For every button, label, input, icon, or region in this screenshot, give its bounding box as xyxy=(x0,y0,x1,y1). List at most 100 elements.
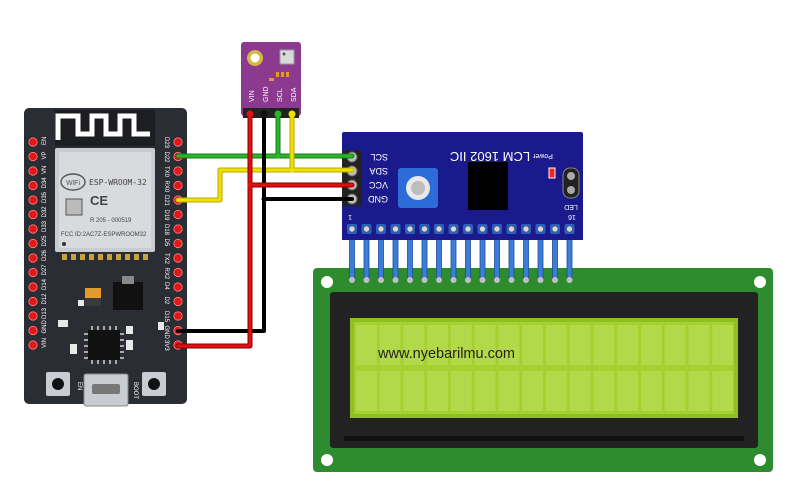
esp-pin-hole xyxy=(173,267,183,278)
wire-junction xyxy=(275,153,281,159)
sensor-pin-sda xyxy=(288,110,296,118)
mount-hole xyxy=(321,454,333,466)
chip-leg xyxy=(97,326,99,330)
wifi-logo-text: WiFi xyxy=(66,180,80,187)
chip-leg xyxy=(115,360,117,364)
en-button[interactable] xyxy=(52,378,64,390)
lcd-header-solder xyxy=(552,277,558,283)
power-label: Power xyxy=(532,152,553,159)
smd-component xyxy=(158,322,164,330)
lcd-char-cell xyxy=(688,325,710,365)
i2c-header-hole xyxy=(508,225,515,233)
pin-one-label: 1 xyxy=(348,213,352,220)
esp-right-pin-label: D23 xyxy=(163,137,169,149)
module-label: ESP-WROOM-32 xyxy=(89,178,147,187)
lcd-char-cell xyxy=(522,325,543,365)
esp-left-pin-label: D35 xyxy=(42,191,48,203)
mount-hole xyxy=(754,454,766,466)
chip-leg xyxy=(84,345,88,347)
boot-button[interactable] xyxy=(148,378,160,390)
sensor-chip xyxy=(279,49,295,65)
wire-junction xyxy=(247,182,253,188)
lcd-header-solder xyxy=(450,277,457,283)
voltage-regulator xyxy=(113,282,143,310)
wire-black-esp xyxy=(176,197,266,333)
esp32-devkit-board: WiFi ESP-WROOM-32 CE R 205 - 000519 FCC … xyxy=(24,108,187,407)
esp-right-pin-label: RX2 xyxy=(163,268,169,280)
smd-part xyxy=(269,78,274,81)
module-pad xyxy=(143,254,148,260)
chip-leg xyxy=(84,351,88,353)
lcd-header-solder xyxy=(349,277,355,283)
i2c-header-hole xyxy=(392,225,399,233)
i2c-header-hole xyxy=(377,225,385,233)
ce-mark: CE xyxy=(90,193,108,208)
smd-component xyxy=(70,344,77,354)
lcd-char-cell xyxy=(427,371,448,411)
lcd-header-solder xyxy=(392,277,399,283)
i2c-header-hole xyxy=(464,225,472,233)
esp-right-pin-label: GND xyxy=(163,326,169,340)
i2c-header-hole xyxy=(522,225,530,233)
lcd-header-solder xyxy=(537,277,544,283)
esp-pin-hole xyxy=(28,151,38,162)
i2c-header-hole xyxy=(479,225,486,233)
chip-leg xyxy=(84,357,88,359)
esp-pin-hole xyxy=(28,166,38,176)
micro-usb-opening xyxy=(92,384,120,394)
lcd-char-cell xyxy=(474,325,496,365)
esp-pin-hole xyxy=(173,238,183,249)
esp-pin-hole xyxy=(28,224,38,234)
esp-pin-hole xyxy=(28,282,38,292)
sensor-pin-gnd xyxy=(260,110,268,118)
mount-hole xyxy=(321,276,333,288)
lcd-header-solder xyxy=(508,277,515,283)
lcd-char-cell xyxy=(641,371,662,411)
pin-label-scl: SCL xyxy=(370,152,388,162)
side-header-housing xyxy=(342,150,362,206)
lcd-header-solder xyxy=(465,277,471,283)
sensor-pin-vin xyxy=(246,110,254,118)
lcd-char-cell xyxy=(712,325,733,365)
esp-pin-hole xyxy=(173,137,183,147)
chip-leg xyxy=(109,360,111,364)
lcd-char-cell xyxy=(569,325,591,365)
esp-pin-hole xyxy=(28,137,38,147)
esp-right-pin-label: TX2 xyxy=(163,253,169,265)
esp-right-pin-label: D5 xyxy=(163,239,169,247)
lcd-header-solder xyxy=(421,277,428,283)
smd-component xyxy=(126,340,133,350)
esp-right-pin-label: D4 xyxy=(163,282,169,290)
lcd-char-cell xyxy=(451,325,472,365)
esp-right-pin-label: D2 xyxy=(163,297,169,305)
en-button-label: EN xyxy=(76,382,82,390)
smd-part xyxy=(286,72,289,77)
esp-pin-hole xyxy=(173,282,183,292)
esp-pin-hole xyxy=(28,238,38,249)
lcd-display-text: www.nyebarilmu.com xyxy=(377,346,515,362)
pin-one-dot xyxy=(62,242,66,246)
module-pad xyxy=(89,254,94,260)
lcd-char-cell xyxy=(546,325,567,365)
lcd-header-solder xyxy=(523,277,529,283)
esp-left-pin-label: D32 xyxy=(42,206,48,218)
esp-left-pin-label: D34 xyxy=(42,177,48,189)
lcd-1602-module: www.nyebarilmu.com xyxy=(313,268,773,472)
lcd-header-solder xyxy=(566,277,573,283)
esp-left-pin-label: VN xyxy=(42,166,48,174)
smd-part xyxy=(276,72,279,77)
chip-leg xyxy=(120,357,124,359)
lcd-char-cell xyxy=(664,325,686,365)
smd-component xyxy=(78,300,84,306)
lcd-bottom-strip xyxy=(344,436,744,441)
sensor-module: VIN GND SCL SDA xyxy=(241,42,301,118)
i2c-header-hole xyxy=(363,225,370,233)
esp-left-pin-label: VP xyxy=(42,151,48,159)
fcc-id: FCC ID:2AC7Z-ESPWROOM32 xyxy=(61,232,147,238)
chip-leg xyxy=(84,333,88,335)
sensor-pin-label-gnd: GND xyxy=(263,86,270,102)
regulator-tab xyxy=(122,276,134,284)
lcd-header-solder xyxy=(363,277,370,283)
esp-right-pin-label: D18 xyxy=(163,224,169,236)
sensor-pin-label-scl: SCL xyxy=(277,88,284,102)
